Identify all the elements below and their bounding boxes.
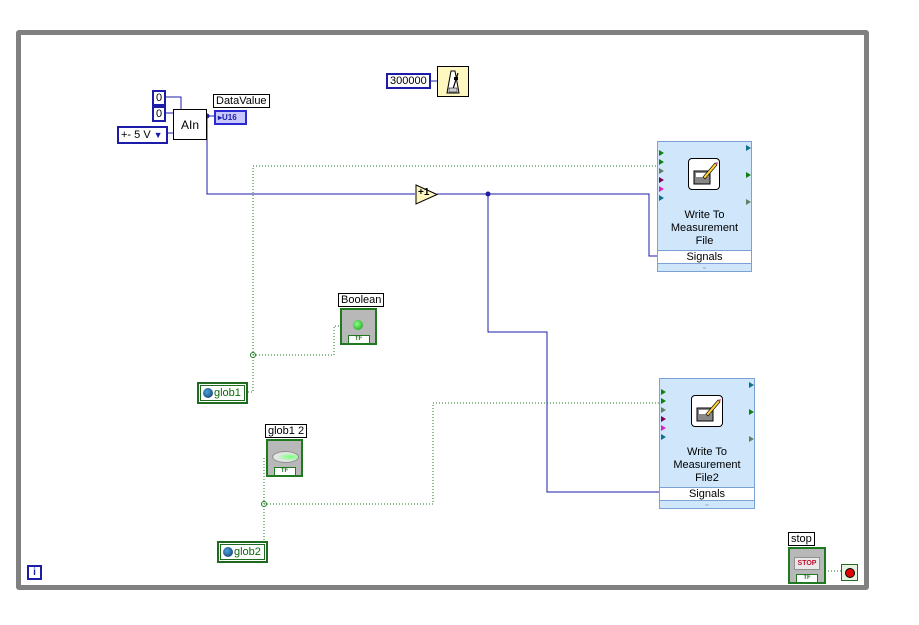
express-title-line: File2 <box>695 472 719 484</box>
stop-button-face: STOP <box>794 557 820 570</box>
signals-input-terminal[interactable]: Signals <box>658 250 751 264</box>
datavalue-label: DataValue <box>213 94 270 108</box>
input-terminal-icon[interactable] <box>659 195 664 201</box>
boolean-led-indicator[interactable]: TF <box>340 308 377 345</box>
wire-glob1-to-boolean <box>253 325 341 356</box>
expand-chevron-icon[interactable]: ⌄ <box>701 262 708 271</box>
led-icon <box>353 320 363 330</box>
input-terminal-icon[interactable] <box>659 168 664 174</box>
stop-label: stop <box>788 532 815 546</box>
wire-incr-out <box>437 193 657 257</box>
input-terminal-icon[interactable] <box>661 389 666 395</box>
ain-input-constant-1[interactable]: 0 <box>152 90 167 106</box>
write-file-icon <box>691 395 723 427</box>
stop-button-control[interactable]: STOP TF <box>788 547 826 584</box>
wire-junction <box>261 501 267 507</box>
range-ring-value: +- 5 V <box>121 129 151 141</box>
boolean-label: Boolean <box>338 293 385 307</box>
wire-junction <box>250 352 256 358</box>
output-terminal-icon[interactable] <box>749 409 754 415</box>
wire-to-file2 <box>487 194 659 493</box>
input-terminal-icon[interactable] <box>659 159 664 165</box>
wire-glob2-to-file2 <box>264 402 659 505</box>
metronome-icon[interactable] <box>437 66 469 97</box>
output-terminal-icon[interactable] <box>746 199 751 205</box>
input-terminal-icon[interactable] <box>661 425 666 431</box>
express-title-line: File <box>695 235 714 247</box>
input-terminal-icon[interactable] <box>659 186 664 192</box>
output-terminal-icon[interactable] <box>749 382 754 388</box>
while-loop-frame[interactable] <box>16 30 869 590</box>
output-terminal-icon[interactable] <box>749 436 754 442</box>
tf-type-label: TF <box>796 574 818 583</box>
express-title-line: Write To <box>687 446 727 458</box>
glob1-2-indicator[interactable]: TF <box>266 439 303 477</box>
write-file-icon <box>688 158 720 190</box>
ain-function-node[interactable]: AIn <box>173 109 207 140</box>
express-title-line: Measurement <box>673 459 741 471</box>
output-terminal-icon[interactable] <box>746 172 751 178</box>
increment-function[interactable]: +1 <box>415 184 439 210</box>
range-ring-control[interactable]: +- 5 V▼ <box>117 126 168 144</box>
ain-label: AIn <box>180 117 199 132</box>
input-terminal-icon[interactable] <box>659 150 664 156</box>
express-title-line: Measurement <box>670 222 739 234</box>
express-title-line: Write To <box>684 209 725 221</box>
wait-time-constant[interactable]: 300000 <box>386 73 431 89</box>
ain-input-constant-2[interactable]: 0 <box>152 106 167 122</box>
increment-label: +1 <box>418 187 430 198</box>
globe-icon <box>203 388 213 398</box>
tf-type-label: TF <box>347 335 370 344</box>
input-terminal-icon[interactable] <box>661 416 666 422</box>
wire-data-main <box>206 116 415 195</box>
global-name: glob2 <box>234 546 261 558</box>
input-terminal-icon[interactable] <box>661 398 666 404</box>
oval-led-icon <box>272 451 299 463</box>
wire-ain-input-1 <box>162 96 182 109</box>
global-name: glob1 <box>214 387 241 399</box>
global-variable-glob1[interactable]: glob1 <box>197 382 248 404</box>
datavalue-indicator[interactable]: ▸U16 <box>214 110 247 125</box>
write-measurement-file-1[interactable]: Write To Measurement File Signals ⌄ <box>657 141 752 272</box>
expand-chevron-icon[interactable]: ⌄ <box>703 499 711 508</box>
iteration-terminal[interactable]: i <box>27 565 42 580</box>
input-terminal-icon[interactable] <box>661 434 666 440</box>
stop-condition-terminal[interactable] <box>841 564 858 581</box>
input-terminal-icon[interactable] <box>661 407 666 413</box>
output-terminal-icon[interactable] <box>746 145 751 151</box>
glob1-2-label: glob1 2 <box>265 424 308 438</box>
input-terminal-icon[interactable] <box>659 177 664 183</box>
wire-glob1 <box>245 165 657 393</box>
signals-input-terminal[interactable]: Signals <box>660 487 754 501</box>
tf-type-label: TF <box>273 467 296 476</box>
dropdown-arrow-icon[interactable]: ▼ <box>153 130 163 140</box>
u16-type-label: U16 <box>222 113 237 122</box>
global-variable-glob2[interactable]: glob2 <box>217 541 268 563</box>
globe-icon <box>223 547 233 557</box>
write-measurement-file-2[interactable]: Write To Measurement File2 Signals ⌄ <box>659 378 755 509</box>
